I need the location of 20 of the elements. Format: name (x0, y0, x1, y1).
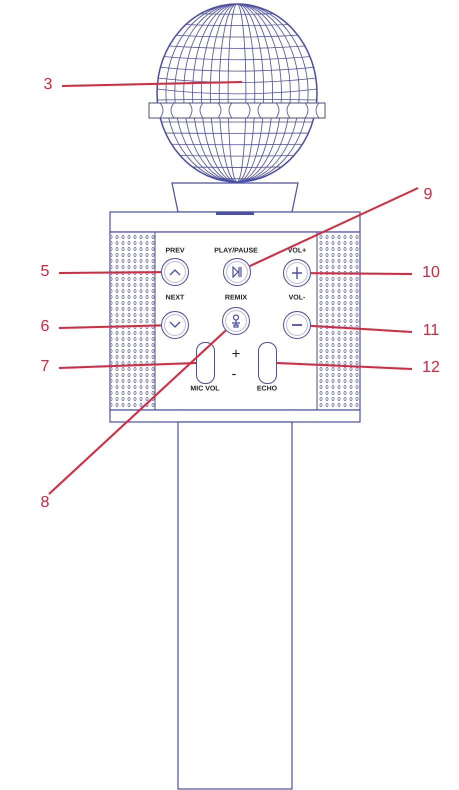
callout-number: 3 (40, 76, 56, 94)
leader-line (58, 271, 162, 274)
callout-number: 11 (418, 322, 444, 340)
leader-line (310, 272, 412, 275)
callout-number: 9 (418, 186, 438, 204)
slider-switch (258, 342, 277, 384)
leader-line (62, 81, 242, 87)
callout-number: 5 (37, 263, 53, 281)
callout-number: 6 (37, 318, 53, 336)
callout-number: 8 (37, 494, 53, 512)
polarity-mark: - (232, 366, 236, 382)
leader-line (58, 362, 196, 369)
leader-line (276, 362, 412, 370)
callout-number: 12 (418, 359, 444, 377)
callout-number: 7 (37, 358, 53, 376)
callout-number: 10 (418, 264, 444, 282)
leader-line (58, 324, 162, 329)
leader-line (249, 187, 418, 268)
polarity-mark: + (232, 346, 240, 362)
leader-line (310, 324, 412, 333)
